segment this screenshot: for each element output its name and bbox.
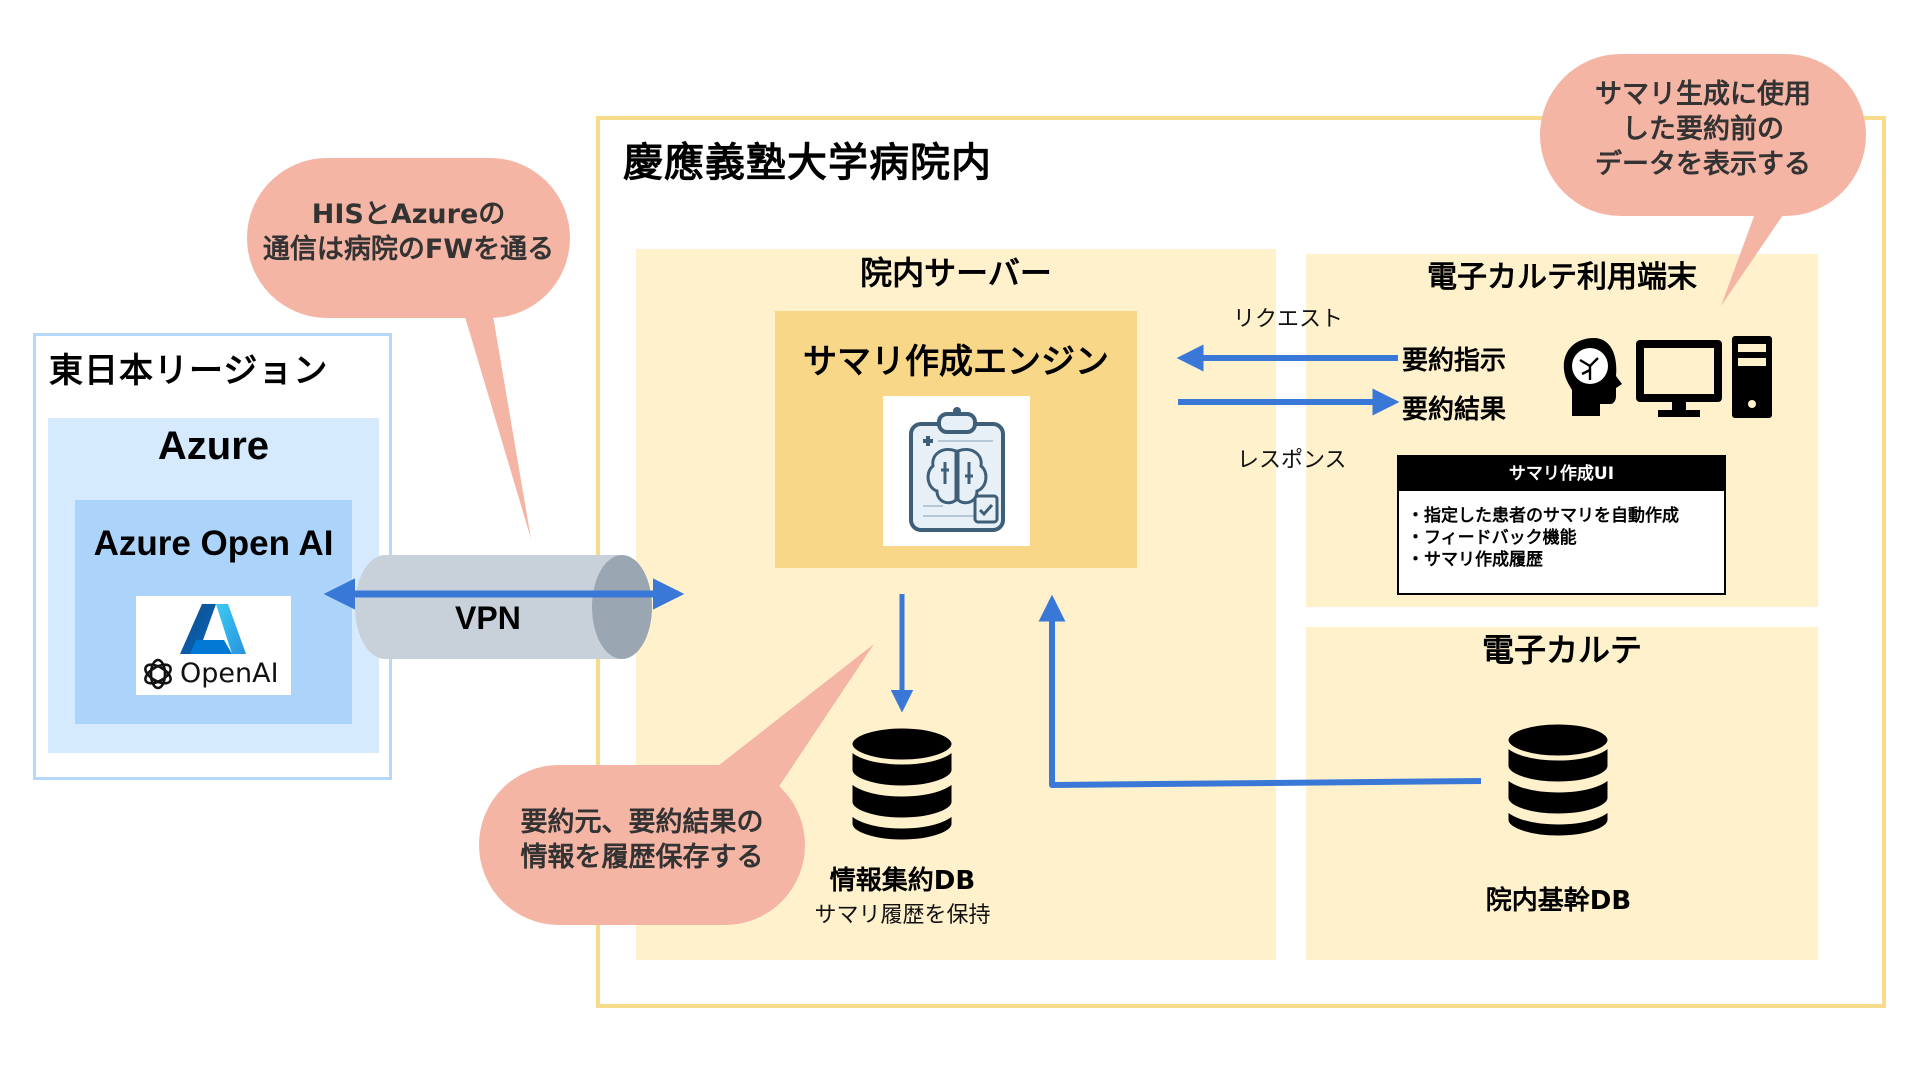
history-callout-text: 要約元、要約結果の 情報を履歴保存する	[479, 805, 805, 875]
info-aggregation-db-subtitle: サマリ履歴を保持	[814, 903, 991, 928]
azure-openai-title: Azure Open AI	[93, 524, 334, 563]
callout-line: サマリ生成に使用	[1595, 79, 1811, 110]
summary-request-action: 要約指示	[1402, 346, 1507, 376]
summary-ui-card-title: サマリ作成UI	[1399, 457, 1724, 491]
core-hospital-db-icon	[1504, 720, 1612, 840]
info-aggregation-db-icon	[848, 724, 956, 844]
azure-title: Azure	[157, 424, 270, 468]
engine-icon-card	[883, 396, 1030, 546]
pc-tower-icon	[1732, 336, 1772, 418]
summary-engine-title: サマリ作成エンジン	[803, 342, 1109, 382]
openai-logo-text: OpenAI	[180, 658, 279, 689]
core-hospital-db-label: 院内基幹DB	[1485, 886, 1632, 916]
hospital-title: 慶應義塾大学病院内	[623, 140, 992, 186]
terminal-icons	[1563, 336, 1772, 418]
info-aggregation-db-label: 情報集約DB	[829, 866, 976, 896]
history-callout	[479, 644, 874, 925]
openai-logo-icon	[144, 658, 172, 690]
request-label: リクエスト	[1233, 307, 1344, 332]
callout-line: 通信は病院のFWを通る	[262, 234, 555, 265]
callout-line: した要約前の	[1622, 114, 1784, 145]
summary-result-action: 要約結果	[1402, 395, 1507, 425]
clipboard-brain-icon	[909, 407, 1005, 532]
azure-logo-icon	[180, 604, 246, 654]
summary-ui-card: サマリ作成UI 指定した患者のサマリを自動作成 フィードバック機能 サマリ作成履…	[1397, 455, 1726, 595]
callout-line: 要約元、要約結果の	[520, 807, 764, 838]
firewall-callout	[247, 158, 570, 539]
callout-line: データを表示する	[1595, 149, 1811, 180]
monitor-icon	[1636, 340, 1722, 417]
callout-line: 情報を履歴保存する	[520, 842, 764, 873]
feature-item: 指定した患者のサマリを自動作成	[1407, 505, 1679, 527]
brain-head-icon	[1563, 338, 1622, 416]
summary-ui-feature-list: 指定した患者のサマリを自動作成 フィードバック機能 サマリ作成履歴	[1407, 505, 1679, 571]
feature-item: サマリ作成履歴	[1407, 549, 1679, 571]
core-db-to-engine-arrow	[1038, 594, 1482, 788]
hospital-server-title: 院内サーバー	[860, 254, 1052, 292]
display-callout-text: サマリ生成に使用 した要約前の データを表示する	[1540, 77, 1866, 182]
firewall-callout-text: HISとAzureの 通信は病院のFWを通る	[247, 197, 570, 267]
display-callout	[1540, 54, 1866, 306]
callout-line: HISとAzureの	[311, 199, 506, 230]
ehr-terminal-title: 電子カルテ利用端末	[1427, 260, 1697, 295]
feature-item: フィードバック機能	[1407, 527, 1679, 549]
response-label: レスポンス	[1237, 448, 1347, 473]
region-title: 東日本リージョン	[49, 351, 329, 391]
vpn-label: VPN	[455, 600, 521, 636]
ehr-title: 電子カルテ	[1481, 631, 1642, 669]
